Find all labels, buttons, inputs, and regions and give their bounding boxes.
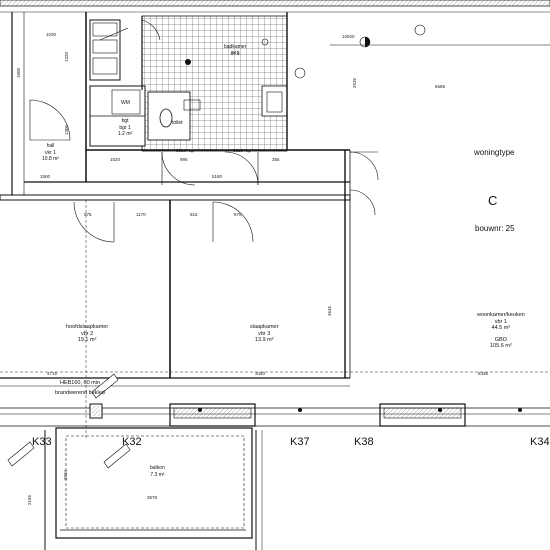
- room-area: 7.3 m²: [150, 471, 165, 478]
- dim-text: 995: [180, 157, 188, 162]
- dim-text: 4645: [327, 305, 332, 316]
- dim-text: 1030: [46, 32, 57, 37]
- room-code: vbr 1: [494, 318, 507, 325]
- room-name: woonkamer/keuken: [477, 312, 525, 318]
- dwelling-title: woningtype: [474, 148, 515, 157]
- room-bgt: bgt bgr 1 1.2 m²: [118, 118, 132, 138]
- dim-text: 3578: [147, 495, 158, 500]
- dwelling-type: C: [488, 193, 498, 208]
- dim-text: 915: [232, 50, 240, 55]
- room-name: balkon: [150, 465, 165, 471]
- room-area: 1.2 m²: [118, 131, 133, 137]
- dim-text: 975: [84, 212, 92, 217]
- room-name: hall: [46, 143, 55, 149]
- room-wm: WM: [121, 100, 130, 107]
- room-area: 44.5 m²: [491, 325, 511, 331]
- dim-text: 2535: [352, 77, 357, 88]
- balcony-outline: [55, 427, 253, 539]
- top-wall: [0, 0, 550, 7]
- room-woonkamer-keuken: woonkamer/keuken vbr 1 44.5 m² GBO 105.6…: [477, 312, 525, 350]
- drain-icon: [185, 59, 191, 65]
- room-code: br 1: [230, 50, 240, 57]
- dim-text: 2504: [63, 469, 68, 480]
- room-name: WM: [121, 100, 130, 106]
- dim-text: 1305: [64, 124, 69, 135]
- dim-text: 3440: [255, 371, 266, 376]
- gbo-label: GBO: [494, 336, 507, 343]
- room-name: toilet: [172, 120, 183, 126]
- dwelling-number: bouwnr: 25: [475, 224, 515, 233]
- room-code: bgr 1: [119, 124, 131, 131]
- room-badkamer: badkamer br 1: [224, 44, 246, 57]
- steel-note-line2: brandwerend bekled: [55, 390, 105, 396]
- dim-text: 1020: [110, 157, 121, 162]
- room-name: slaapkamer: [250, 324, 279, 330]
- dim-text: 975: [234, 212, 242, 217]
- dim-text: 1320: [64, 51, 69, 62]
- room-code: vbr 3: [258, 330, 271, 337]
- axis-label-k34: K34: [530, 436, 550, 448]
- room-area: 19.1 m²: [77, 337, 97, 343]
- dim-text: 5336: [478, 371, 489, 376]
- room-code: vkr 1: [45, 149, 56, 156]
- axis-label-k32: K32: [122, 436, 142, 448]
- room-hoofdslaapkamer: hoofdslaapkamer vbr 2 19.1 m²: [66, 324, 108, 344]
- dim-text: 5180: [212, 174, 223, 179]
- washbasin: [261, 85, 288, 117]
- dim-text: 815: [190, 212, 198, 217]
- room-name: badkamer: [224, 44, 247, 50]
- axis-label-k37: K37: [290, 436, 310, 448]
- room-area: 13.9 m²: [254, 337, 274, 343]
- dim-text: 3516 *ap: [233, 148, 252, 153]
- dim-text: 355: [272, 157, 280, 162]
- dim-text: 4715: [47, 371, 58, 376]
- dim-text: 1600: [16, 67, 21, 78]
- gbo-value: 105.6 m²: [489, 343, 512, 349]
- dim-text: 10920: [342, 34, 355, 39]
- dim-text: 1170: [136, 212, 146, 217]
- room-balkon: balkon 7.3 m²: [150, 465, 165, 478]
- room-name: bgt: [121, 118, 129, 124]
- dim-text: 1500: [40, 174, 51, 179]
- axis-label-k38: K38: [354, 436, 374, 448]
- room-hall: hall vkr 1 10.8 m²: [42, 143, 59, 163]
- room-slaapkamer: slaapkamer vbr 3 13.9 m²: [250, 324, 278, 344]
- room-name: hoofdslaapkamer: [66, 324, 109, 330]
- dim-text: 6585: [435, 84, 446, 89]
- dim-text: 2165: [27, 494, 32, 505]
- toilet-bowl: [159, 108, 173, 128]
- room-code: vbr 2: [80, 330, 94, 337]
- steel-note-line1: HEB160, 60 min: [60, 380, 101, 386]
- room-area: 10.8 m²: [42, 156, 59, 162]
- room-toilet: toilet: [172, 120, 183, 127]
- dim-text: 3516 *ap: [176, 148, 195, 153]
- axis-label-k33: K33: [32, 436, 52, 448]
